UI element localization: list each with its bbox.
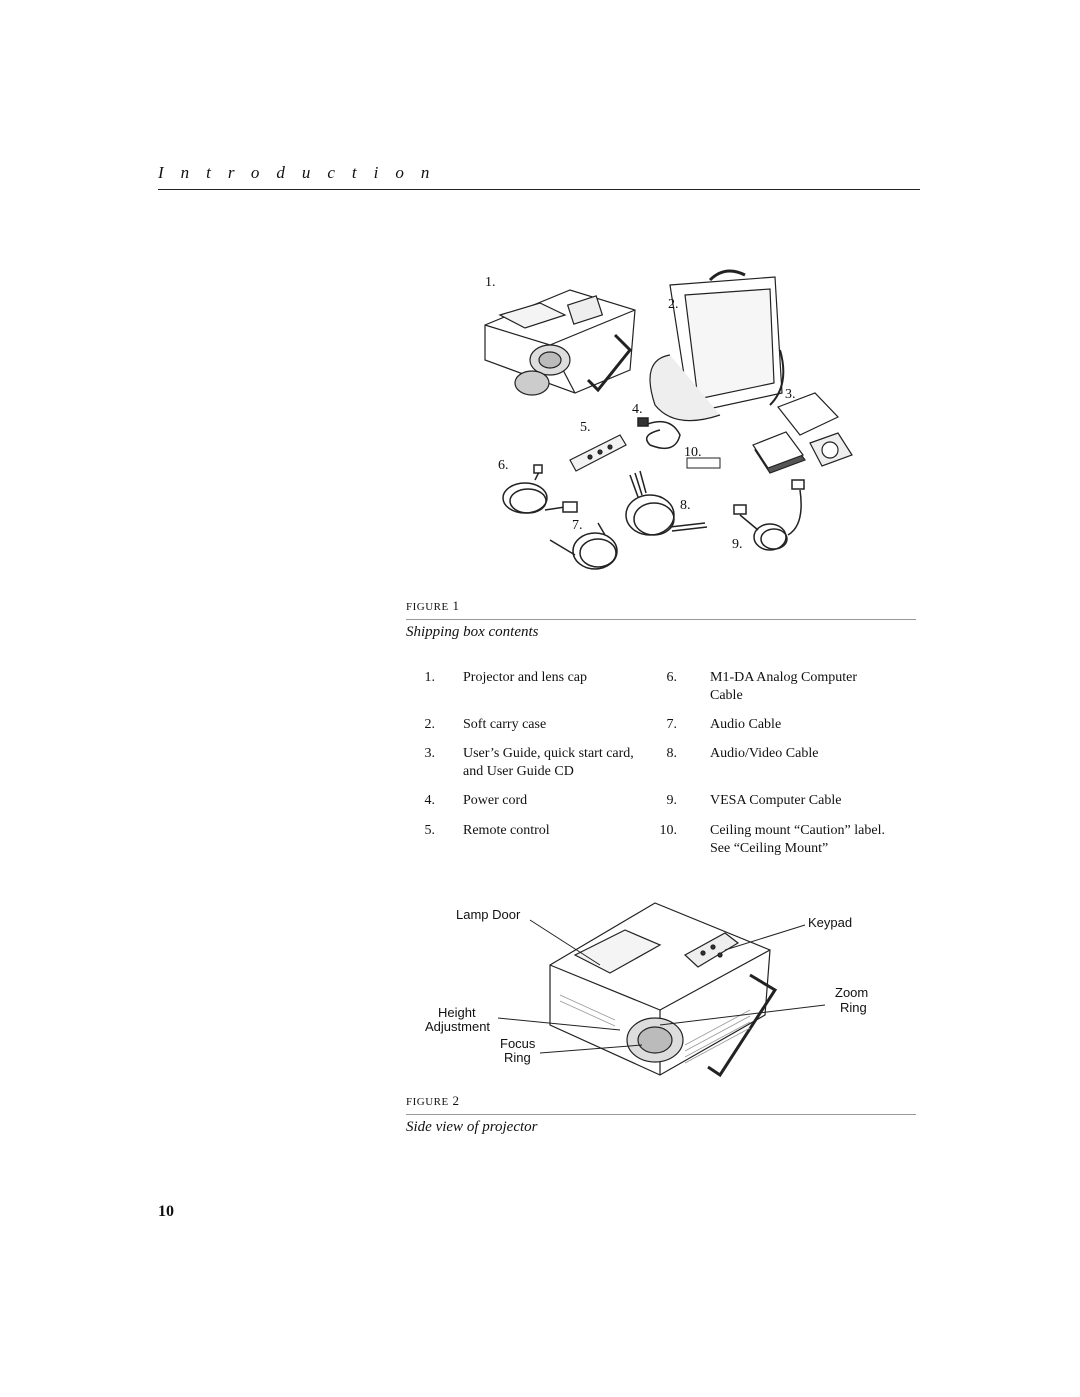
header-rule bbox=[158, 189, 920, 190]
figure1-label-text: Figure bbox=[406, 601, 449, 613]
list-item-number: 1. bbox=[424, 670, 436, 685]
shipping-contents-illustration: 1. 2. 3. 4. 5. 6. 7. 8. 9. 10. bbox=[470, 265, 853, 585]
list-item-number: 6. bbox=[666, 670, 678, 685]
illus-label-1: 1. bbox=[485, 275, 496, 290]
figure1-rule bbox=[406, 619, 916, 620]
figure2-caption: Side view of projector bbox=[406, 1119, 538, 1135]
remote-drawing bbox=[569, 434, 627, 472]
figure1-label: Figure 1 bbox=[406, 598, 459, 614]
zoom-callout: Zoom bbox=[835, 985, 869, 1000]
figure2-label-text: Figure bbox=[406, 1096, 449, 1108]
m1da-cable-drawing bbox=[502, 464, 578, 514]
zoom-ring-callout: Ring bbox=[840, 1000, 867, 1015]
height-adjustment-leader bbox=[497, 1017, 621, 1031]
list-item-number: 5. bbox=[424, 823, 436, 838]
list-item-number: 7. bbox=[666, 717, 678, 732]
list-item-text: Power cord bbox=[463, 793, 528, 808]
carry-case-drawing bbox=[649, 269, 785, 422]
shipping-contents-drawing bbox=[484, 269, 853, 570]
list-item-text: M1-DA Analog Computer bbox=[710, 670, 857, 685]
list-item-number: 4. bbox=[424, 793, 436, 808]
list-item-number: 2. bbox=[424, 717, 436, 732]
focus-ring-callout: Ring bbox=[504, 1050, 531, 1065]
lamp-door-callout: Lamp Door bbox=[456, 907, 521, 922]
list-item-text: Soft carry case bbox=[463, 717, 547, 732]
illus-label-8: 8. bbox=[680, 498, 691, 513]
projector-side-view-illustration: Lamp Door Keypad Zoom Ring Height Adjust… bbox=[420, 895, 880, 1095]
list-item-number: 3. bbox=[424, 746, 436, 761]
height-callout: Height bbox=[438, 1005, 476, 1020]
projector-side-view-drawing bbox=[497, 902, 826, 1078]
keypad-callout: Keypad bbox=[808, 915, 853, 930]
figure2-rule bbox=[406, 1114, 916, 1115]
list-item-text: Ceiling mount “Caution” label. bbox=[710, 823, 885, 838]
list-item-text-continued: Cable bbox=[710, 688, 743, 703]
figure2-label: Figure 2 bbox=[406, 1093, 459, 1109]
list-item-text: Audio Cable bbox=[710, 717, 782, 732]
section-header: Introduction bbox=[158, 163, 447, 182]
av-cable-drawing bbox=[625, 470, 708, 536]
illus-label-10: 10. bbox=[684, 445, 702, 460]
illus-label-9: 9. bbox=[732, 537, 743, 552]
list-item-number: 8. bbox=[666, 746, 678, 761]
page-number: 10 bbox=[158, 1203, 174, 1220]
zoom-ring-leader bbox=[659, 1004, 826, 1026]
keypad-leader bbox=[724, 924, 806, 951]
illus-label-3: 3. bbox=[785, 387, 796, 402]
list-item-text: Projector and lens cap bbox=[463, 670, 588, 685]
illus-label-7: 7. bbox=[572, 518, 583, 533]
illus-label-4: 4. bbox=[632, 402, 643, 417]
audio-cable-drawing bbox=[549, 522, 618, 570]
adjustment-callout: Adjustment bbox=[425, 1019, 491, 1034]
figure1-number: 1 bbox=[452, 598, 460, 613]
list-item-text: Remote control bbox=[463, 823, 550, 838]
lamp-door-leader bbox=[529, 919, 601, 966]
list-item-text-continued: and User Guide CD bbox=[463, 764, 574, 779]
figure2-number: 2 bbox=[452, 1093, 460, 1108]
projector-drawing bbox=[484, 289, 636, 396]
list-item-text-continued: See “Ceiling Mount” bbox=[710, 841, 829, 856]
vesa-cable-drawing bbox=[733, 479, 805, 551]
focus-ring-leader bbox=[539, 1044, 643, 1054]
list-item-number: 10. bbox=[659, 823, 678, 838]
documentation-drawing bbox=[752, 392, 853, 474]
list-item-number: 9. bbox=[666, 793, 678, 808]
focus-callout: Focus bbox=[500, 1036, 536, 1051]
list-item-text: Audio/Video Cable bbox=[710, 746, 819, 761]
list-item-text: User’s Guide, quick start card, bbox=[463, 746, 634, 761]
illus-label-6: 6. bbox=[498, 458, 509, 473]
figure1-caption: Shipping box contents bbox=[406, 624, 539, 640]
power-cord-drawing bbox=[637, 417, 681, 450]
caution-label-drawing bbox=[686, 457, 721, 469]
illus-label-5: 5. bbox=[580, 420, 591, 435]
illus-label-2: 2. bbox=[668, 297, 679, 312]
list-item-text: VESA Computer Cable bbox=[710, 793, 842, 808]
